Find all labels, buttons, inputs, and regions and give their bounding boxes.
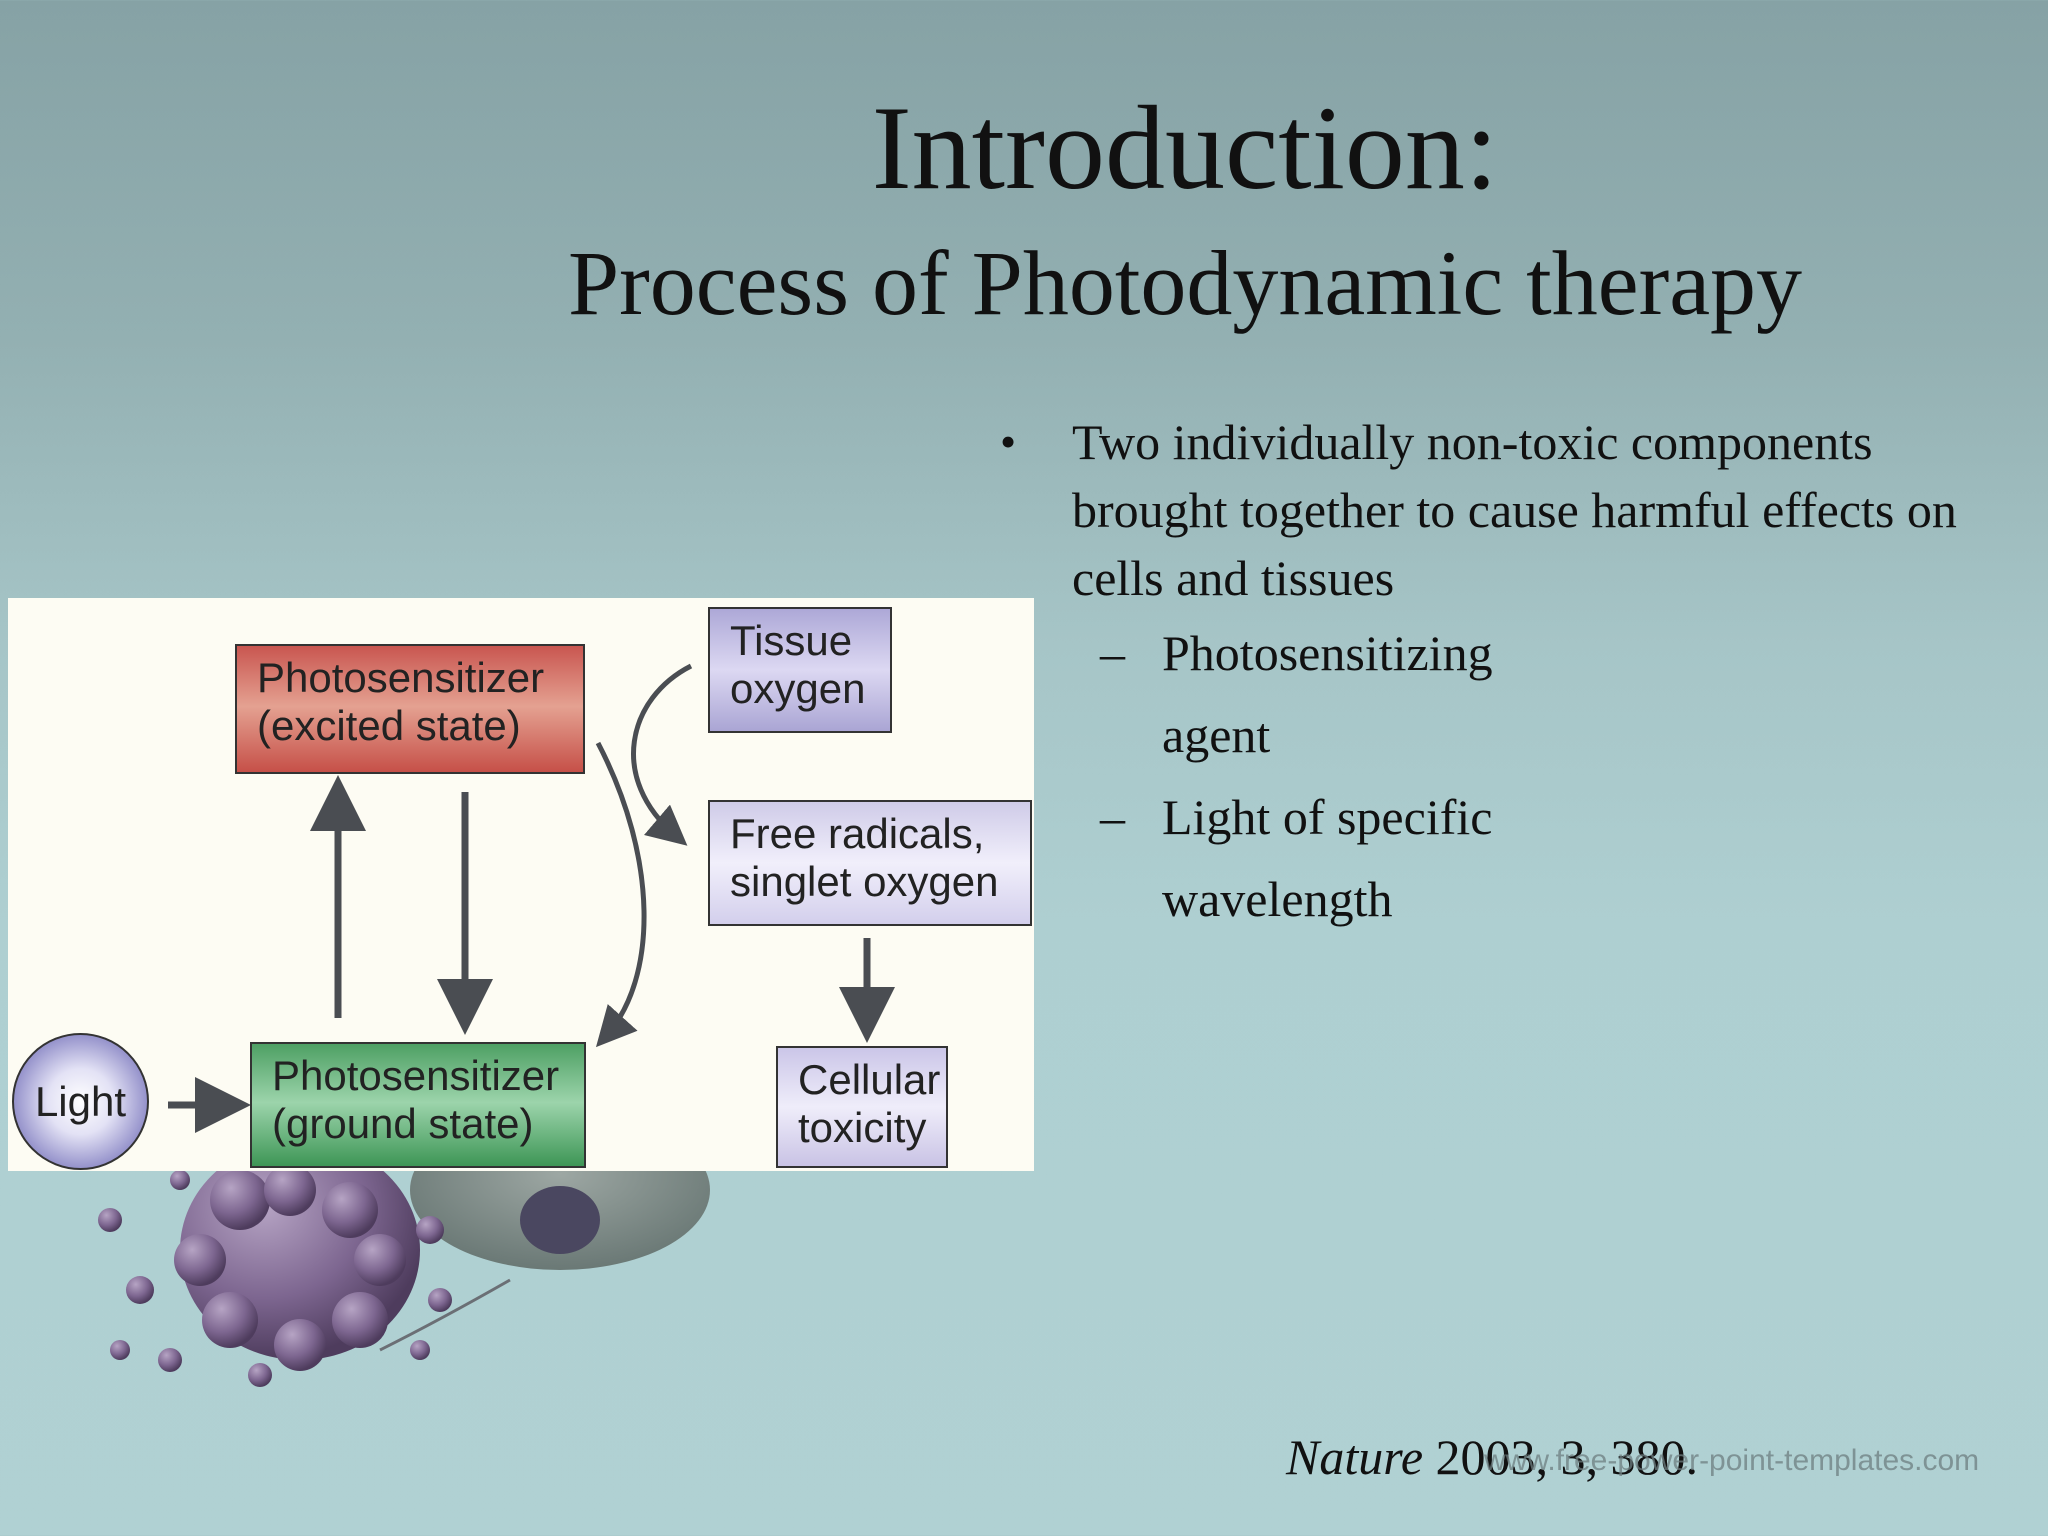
bullet-text: Two individually non-toxic components br…: [1072, 414, 1957, 606]
citation: Nature 2003, 3, 380.: [1286, 1428, 1698, 1486]
photosensitizer-ground-line2: (ground state): [272, 1100, 534, 1147]
citation-journal: Nature: [1286, 1429, 1424, 1485]
arrow-oxygen: [631, 663, 693, 846]
free-radicals-line1: Free radicals,: [730, 810, 985, 857]
sub-bullet-item: – Light of specific wavelength: [1000, 776, 1582, 940]
tissue-oxygen-line1: Tissue: [730, 617, 853, 664]
cellular-toxicity-line1: Cellular: [798, 1056, 941, 1103]
watermark: www.free-power-point-templates.com: [1484, 1444, 1980, 1477]
photosensitizer-excited-line1: Photosensitizer: [257, 654, 545, 701]
slide-subtitle: Process of Photodynamic therapy: [567, 232, 1803, 334]
slide-title: Introduction:: [871, 81, 1499, 214]
sub-bullet-item: – Photosensitizing agent: [1000, 612, 1582, 776]
bullet-item: • Two individually non-toxic components …: [1000, 408, 2020, 612]
photosensitizer-ground-box: Photosensitizer (ground state): [250, 1042, 586, 1168]
photosensitizer-excited-box: Photosensitizer (excited state): [235, 644, 585, 774]
sub-bullet-dash: –: [1100, 789, 1125, 845]
arrow-excited-to-ground: [595, 741, 647, 1048]
bullet-list: • Two individually non-toxic components …: [1000, 408, 2020, 940]
cellular-toxicity-line2: toxicity: [798, 1104, 927, 1151]
tissue-oxygen-line2: oxygen: [730, 665, 866, 712]
photosensitizer-ground-line1: Photosensitizer: [272, 1052, 560, 1099]
free-radicals-line2: singlet oxygen: [730, 858, 999, 905]
sub-bullet-text: Photosensitizing agent: [1162, 625, 1493, 763]
sub-bullet-text: Light of specific wavelength: [1162, 789, 1493, 927]
sub-bullet-dash: –: [1100, 625, 1125, 681]
cells-illustration: [98, 1160, 710, 1387]
light-circle: Light: [12, 1033, 149, 1170]
pdt-diagram: Photosensitizer (excited state) Tissue o…: [8, 598, 1034, 1171]
citation-year: 2003: [1435, 1429, 1536, 1485]
bullet-symbol: •: [1000, 416, 1017, 467]
tissue-oxygen-box: Tissue oxygen: [708, 607, 892, 733]
cellular-toxicity-box: Cellular toxicity: [776, 1046, 948, 1168]
diagram-arrows: [168, 663, 895, 1133]
photosensitizer-excited-line2: (excited state): [257, 702, 521, 749]
citation-details: , 3, 380.: [1535, 1429, 1699, 1485]
free-radicals-box: Free radicals, singlet oxygen: [708, 800, 1032, 926]
